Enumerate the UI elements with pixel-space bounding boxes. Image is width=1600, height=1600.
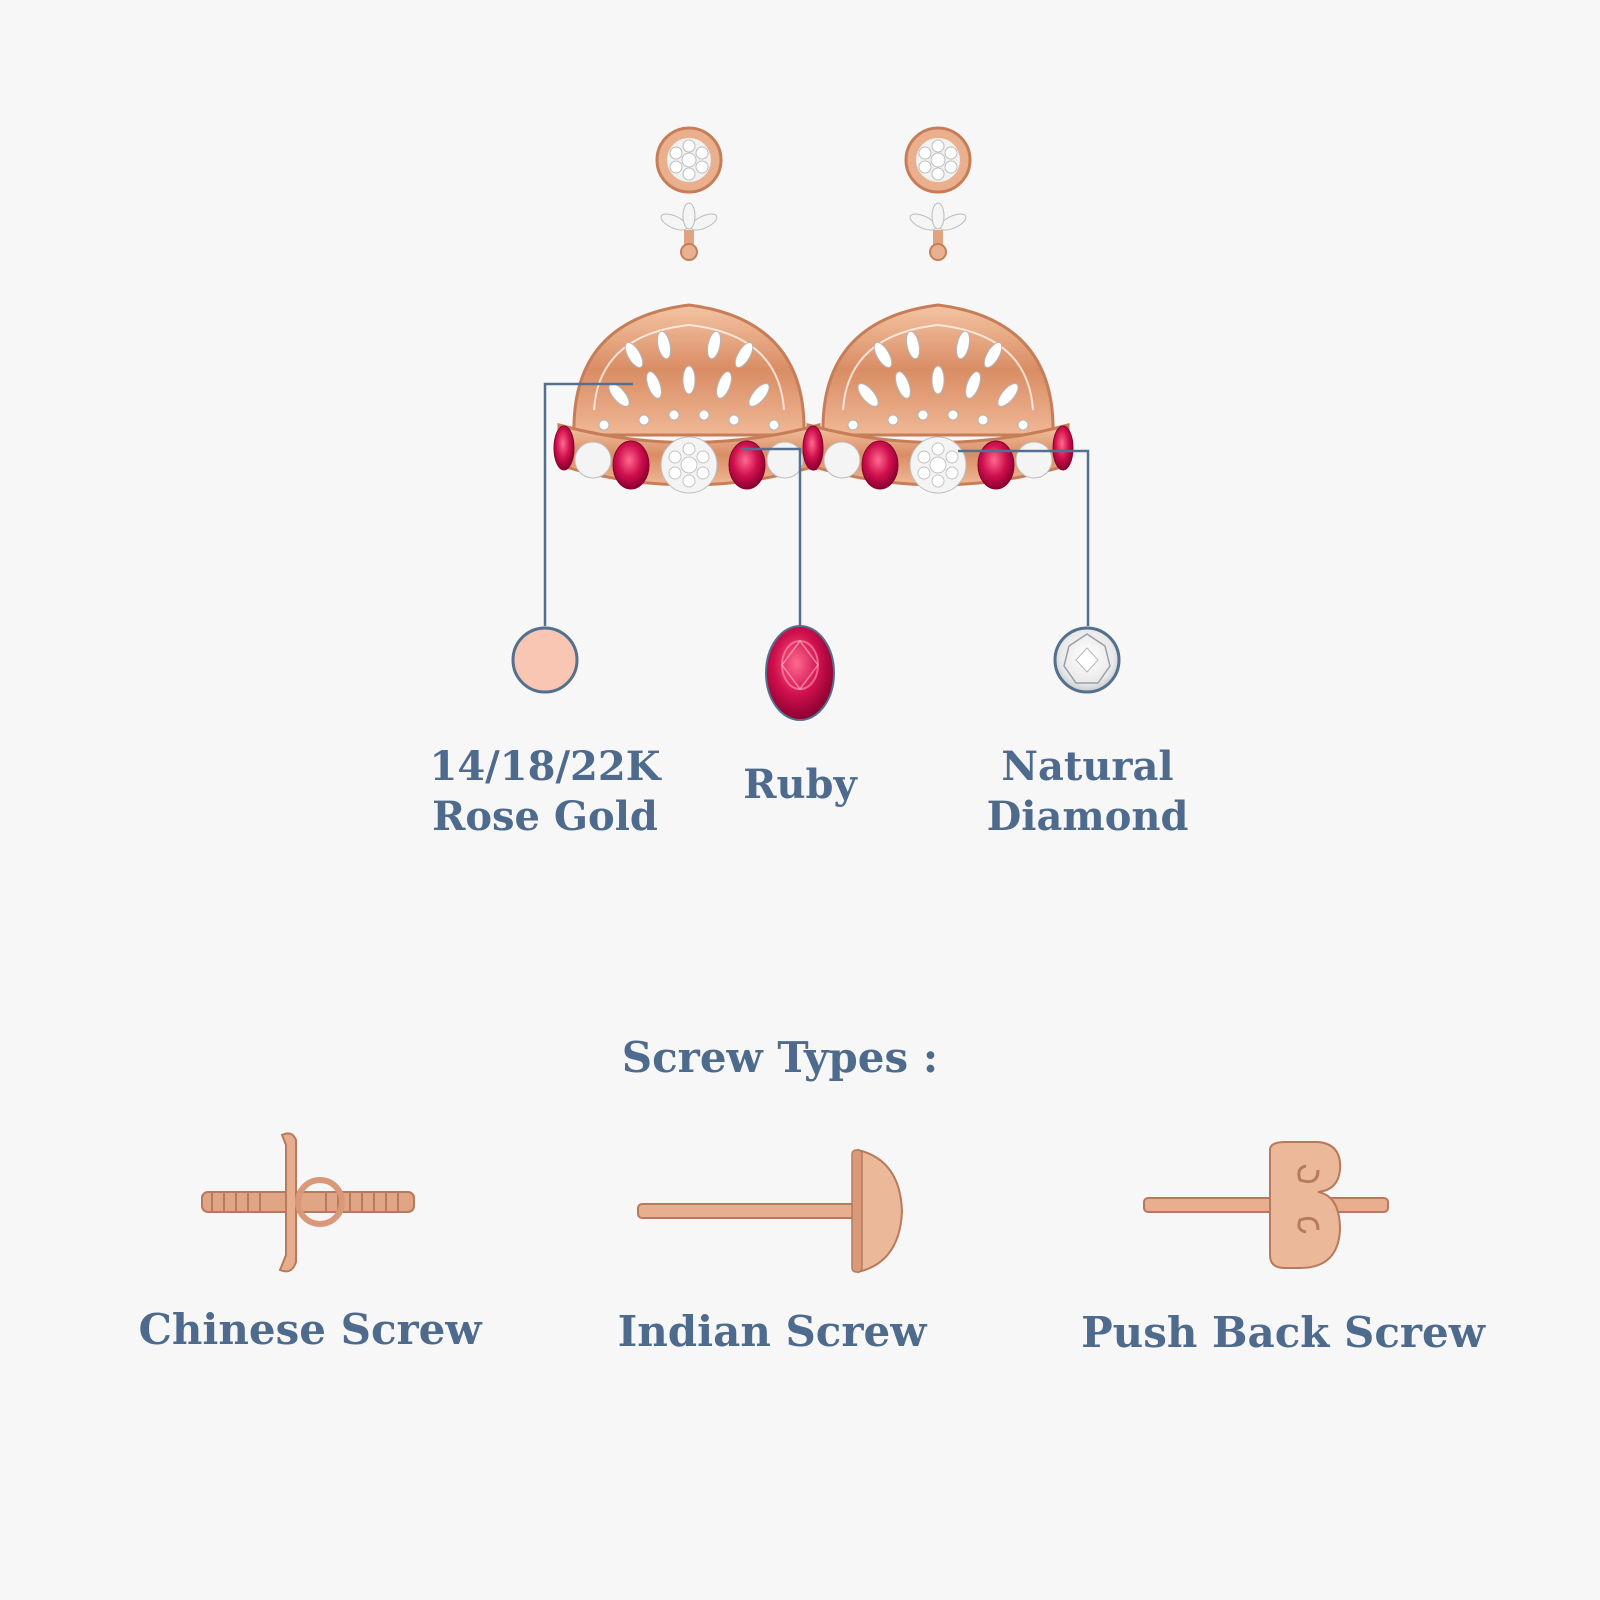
indian-screw-label: Indian Screw xyxy=(617,1307,927,1356)
push-back-screw-icon xyxy=(1143,1141,1389,1269)
chinese-screw-icon xyxy=(201,1132,415,1273)
rose-gold-label: 14/18/22K Rose Gold xyxy=(415,742,675,842)
leader-lines xyxy=(543,382,1090,626)
earring-right-image xyxy=(801,126,1075,495)
push-back-screw-label: Push Back Screw xyxy=(1081,1308,1485,1357)
indian-screw-icon xyxy=(637,1148,904,1274)
screw-types-title: Screw Types : xyxy=(621,1033,939,1082)
rose-gold-label-line1: 14/18/22K xyxy=(429,743,661,790)
diamond-gem-icon xyxy=(1053,626,1121,694)
rose-gold-label-line2: Rose Gold xyxy=(432,793,658,840)
ruby-label: Ruby xyxy=(743,761,857,808)
ruby-leader-line xyxy=(741,447,802,626)
diamond-leader-line xyxy=(958,449,1090,626)
rose-gold-swatch-icon xyxy=(511,626,579,694)
natural-diamond-label: Natural Diamond xyxy=(960,742,1215,842)
ruby-gem-icon xyxy=(765,625,835,721)
earring-left-image xyxy=(552,126,826,495)
natural-diamond-label-line1: Natural xyxy=(1001,743,1174,790)
natural-diamond-label-line2: Diamond xyxy=(986,793,1189,840)
gold-leader-line xyxy=(543,382,633,626)
chinese-screw-label: Chinese Screw xyxy=(138,1305,482,1354)
